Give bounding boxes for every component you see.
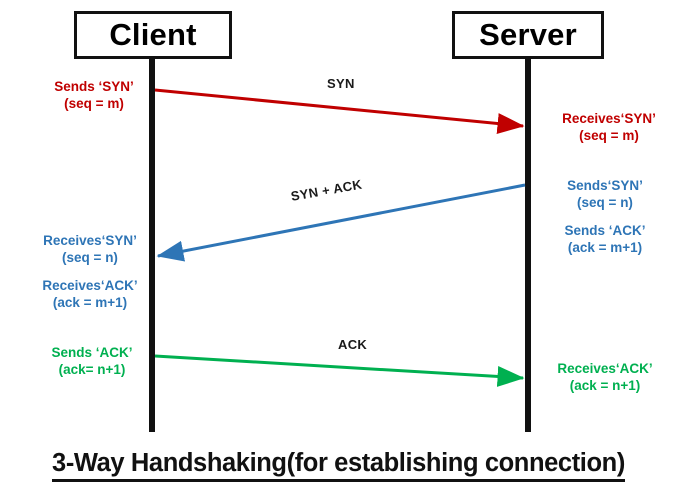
note-client-receives-syn: Receives‘SYN’ (seq = n) — [26, 232, 154, 266]
note-line-2: (ack = n+1) — [569, 378, 641, 393]
note-line-1: Sends ‘SYN’ — [54, 79, 134, 94]
ack-arrow — [154, 354, 525, 387]
note-line-2: (ack = m+1) — [567, 240, 643, 255]
note-server-sends-syn: Sends‘SYN’ (seq = n) — [540, 177, 670, 211]
ack-arrow-label: ACK — [338, 337, 368, 352]
note-server-receives-syn: Receives‘SYN’ (seq = m) — [548, 110, 670, 144]
note-line-1: Receives‘SYN’ — [43, 233, 137, 248]
note-line-2: (ack = m+1) — [52, 295, 128, 310]
note-client-sends-syn: Sends ‘SYN’ (seq = m) — [34, 78, 154, 112]
note-server-sends-ack: Sends ‘ACK’ (ack = m+1) — [540, 222, 670, 256]
diagram-title-text: 3-Way Handshaking(for establishing conne… — [52, 449, 625, 482]
note-line-1: Sends ‘ACK’ — [51, 345, 133, 360]
note-line-2: (ack= n+1) — [58, 362, 126, 377]
note-client-sends-ack: Sends ‘ACK’ (ack= n+1) — [30, 344, 154, 378]
client-node: Client — [74, 11, 232, 59]
syn-ack-arrow — [156, 183, 526, 262]
note-line-1: Receives‘ACK’ — [557, 361, 653, 376]
note-line-2: (seq = n) — [62, 250, 118, 265]
note-line-2: (seq = m) — [579, 128, 639, 143]
client-label: Client — [109, 17, 197, 52]
syn-arrow — [154, 88, 525, 134]
note-line-2: (seq = n) — [577, 195, 633, 210]
server-node: Server — [452, 11, 604, 59]
note-line-1: Sends ‘ACK’ — [564, 223, 646, 238]
note-line-1: Receives‘SYN’ — [562, 111, 656, 126]
diagram-title: 3-Way Handshaking(for establishing conne… — [0, 449, 677, 482]
note-client-receives-ack: Receives‘ACK’ (ack = m+1) — [26, 277, 154, 311]
note-line-1: Receives‘ACK’ — [42, 278, 138, 293]
server-label: Server — [479, 17, 577, 52]
note-server-receives-ack: Receives‘ACK’ (ack = n+1) — [540, 360, 670, 394]
note-line-1: Sends‘SYN’ — [567, 178, 643, 193]
syn-arrow-label: SYN — [327, 76, 355, 91]
note-line-2: (seq = m) — [64, 96, 124, 111]
